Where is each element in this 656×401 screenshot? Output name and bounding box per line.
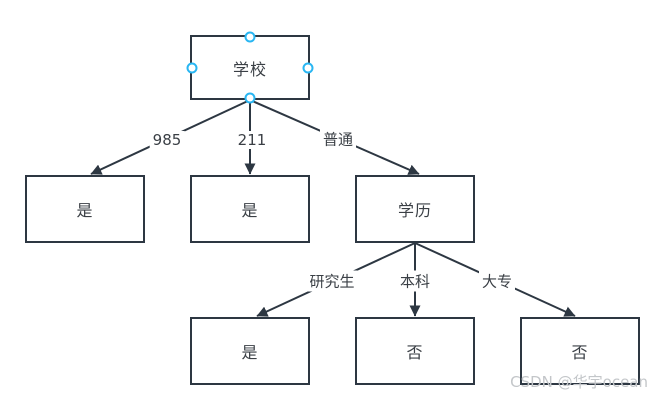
connection-handle-top[interactable] (244, 31, 256, 43)
node-graduate-yes[interactable]: 是 (190, 317, 310, 385)
edge-label-211[interactable]: 211 (234, 131, 270, 149)
node-school[interactable]: 学校 (186, 31, 314, 104)
node-college-no-label: 否 (571, 343, 589, 362)
connection-handle-right[interactable] (302, 62, 314, 73)
node-bachelor-no[interactable]: 否 (355, 317, 475, 385)
connection-handle-bottom[interactable] (244, 92, 256, 104)
edge-label-graduate[interactable]: 研究生 (306, 270, 358, 292)
node-education-label: 学历 (397, 201, 432, 220)
node-school-label: 学校 (232, 59, 267, 79)
edge-label-bachelor[interactable]: 本科 (396, 270, 434, 292)
node-985-yes-label: 是 (76, 201, 94, 220)
node-211-yes[interactable]: 是 (190, 175, 310, 243)
edge-label-ordinary[interactable]: 普通 (319, 128, 357, 150)
connection-handle-left[interactable] (186, 62, 198, 73)
node-bachelor-no-label: 否 (406, 343, 424, 362)
edge-label-college[interactable]: 大专 (478, 270, 516, 292)
csdn-watermark: CSDN @华宇ocean (510, 373, 648, 391)
node-education[interactable]: 学历 (355, 175, 475, 243)
node-985-yes[interactable]: 是 (25, 175, 145, 243)
node-211-yes-label: 是 (241, 201, 259, 220)
edge-label-985[interactable]: 985 (149, 131, 185, 149)
node-college-no[interactable]: 否 (520, 317, 640, 385)
node-graduate-yes-label: 是 (241, 343, 259, 362)
